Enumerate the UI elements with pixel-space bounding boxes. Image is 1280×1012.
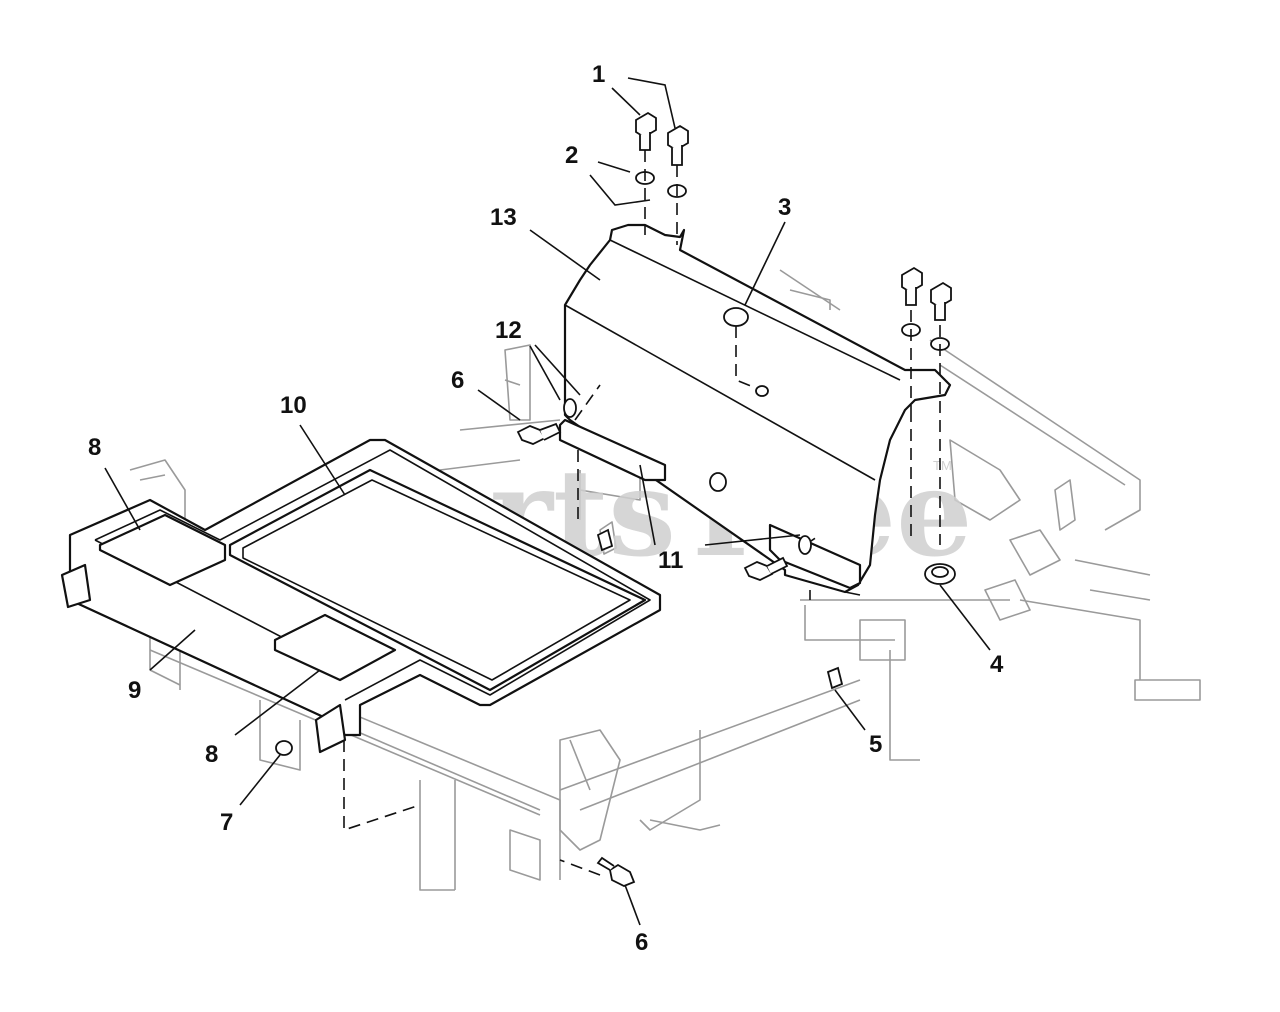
callout-4: 4: [990, 651, 1004, 678]
part-8-pads: [98, 513, 397, 682]
part-13-rear-shield: [563, 223, 952, 596]
callout-9: 9: [128, 677, 141, 704]
part-3-plug: [709, 307, 769, 492]
callout-8-lower: 8: [205, 741, 218, 768]
part-5-clip: [596, 528, 844, 690]
part-7-nut: [275, 740, 293, 756]
part-10-mat: [228, 468, 647, 692]
callout-2: 2: [565, 142, 578, 169]
part-6-bolts: [516, 422, 789, 887]
callout-10: 10: [280, 392, 307, 419]
callout-5: 5: [869, 731, 882, 758]
part-11-strip: [558, 418, 862, 590]
callout-7: 7: [220, 809, 233, 836]
callout-8-left: 8: [88, 434, 101, 461]
callout-labels: 1 2 3 4 5 6 6 7 8 8 9 10 11 12 13: [88, 61, 1004, 956]
callout-6-lower: 6: [635, 929, 648, 956]
bolt: [635, 111, 657, 151]
callout-1: 1: [592, 61, 605, 88]
bolt: [667, 124, 689, 166]
part-12-washers: [563, 398, 812, 555]
mower-frame-ghost: [129, 269, 1201, 891]
callout-11: 11: [658, 547, 683, 574]
part-4-nut: [924, 563, 956, 585]
callout-3: 3: [778, 194, 791, 221]
bolt: [901, 266, 923, 306]
part-1-bolts: [635, 111, 952, 321]
callout-6-upper: 6: [451, 367, 464, 394]
watermark-trademark: TM: [933, 458, 952, 473]
bolt: [930, 281, 952, 321]
leader-lines: [104, 77, 991, 926]
callout-12: 12: [495, 317, 522, 344]
callout-13: 13: [490, 204, 517, 231]
